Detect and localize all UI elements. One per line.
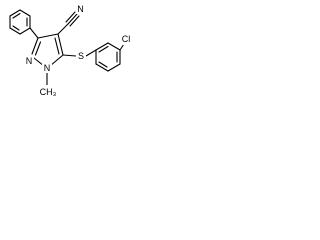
svg-text:Cl: Cl xyxy=(122,34,131,44)
chlorophenyl-ring xyxy=(95,42,121,72)
nitrile-group xyxy=(57,11,80,35)
svg-text:N: N xyxy=(77,4,84,14)
svg-text:N: N xyxy=(26,56,33,66)
bond-phenyl-c3 xyxy=(29,27,39,39)
atom-label-chlorine: Cl xyxy=(119,33,133,45)
pyrazole-ring xyxy=(31,33,64,67)
molecule-structure: N N N CH₃ S Cl xyxy=(9,4,133,97)
atom-label-ring-n2: N xyxy=(24,55,34,66)
svg-text:S: S xyxy=(78,51,84,61)
atom-label-sulfur: S xyxy=(76,50,86,62)
phenyl-ring xyxy=(9,9,31,35)
svg-text:CH₃: CH₃ xyxy=(40,87,57,97)
atom-label-methyl: CH₃ xyxy=(38,85,58,97)
svg-text:N: N xyxy=(44,63,51,73)
bond-c5-sulfur xyxy=(62,54,77,57)
bond-sulfur-aryl xyxy=(85,49,97,57)
atom-label-nitrile-n: N xyxy=(76,4,85,14)
atom-label-ring-n1: N xyxy=(42,62,52,73)
